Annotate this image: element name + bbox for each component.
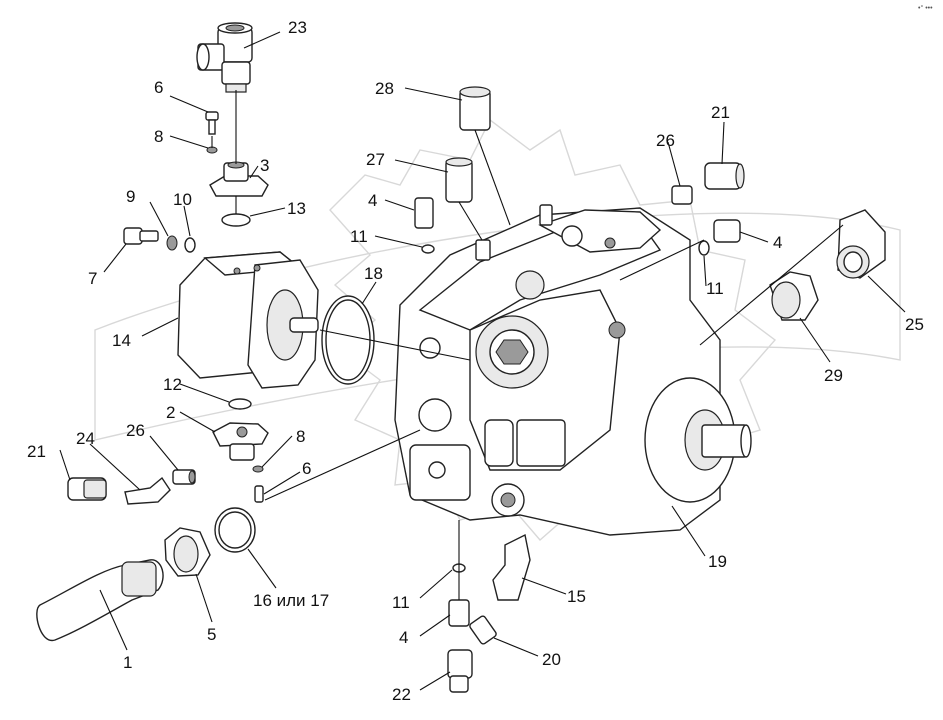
callout-10: 10	[173, 190, 192, 209]
callout-21-right: 21	[711, 103, 730, 122]
part-4-fitting-top	[414, 197, 434, 229]
callout-23: 23	[288, 18, 307, 37]
callout-21-left: 21	[27, 442, 46, 461]
callout-labels: 23 6 8 3 9 10 13 7 14 18 12 2 26 8 21 24…	[27, 4, 933, 704]
callout-3: 3	[260, 156, 269, 175]
callout-4-right: 4	[773, 233, 782, 252]
callout-27: 27	[366, 150, 385, 169]
part-22-fitting	[447, 649, 473, 693]
callout-15: 15	[567, 587, 586, 606]
leader-lines	[59, 31, 906, 691]
part-25-elbow	[836, 209, 886, 279]
callout-16-or-17: 16 или 17	[253, 591, 329, 610]
part-15-elbow	[492, 533, 531, 601]
callout-18: 18	[364, 264, 383, 283]
callout-19: 19	[708, 552, 727, 571]
part-5-nut	[164, 527, 211, 577]
callout-2: 2	[166, 403, 175, 422]
callout-13: 13	[287, 199, 306, 218]
part-29-plug	[769, 271, 819, 321]
callout-11-bottom: 11	[392, 593, 410, 612]
part-4-fitting-bottom	[448, 599, 470, 627]
callout-28: 28	[375, 79, 394, 98]
part-26-fitting-left	[172, 469, 196, 485]
callout-12: 12	[163, 375, 182, 394]
callout-20: 20	[542, 650, 561, 669]
part-4-fitting-right	[713, 219, 741, 243]
part-1-pipe	[36, 559, 164, 641]
part-28-plug	[459, 86, 491, 131]
part-11-seal-top	[421, 244, 435, 254]
part-9-seal	[166, 235, 178, 251]
callout-6-top: 6	[154, 78, 163, 97]
part-27-plug	[445, 157, 473, 203]
callout-22: 22	[392, 685, 411, 704]
part-21-fitting-right	[704, 162, 745, 190]
part-14-pump-housing	[177, 251, 319, 389]
callout-26-right: 26	[656, 131, 675, 150]
callout-7: 7	[88, 269, 97, 288]
part-2-flange	[212, 422, 269, 461]
part-12-ring	[228, 398, 252, 410]
part-18-inner	[325, 299, 371, 381]
part-16-17-inner	[218, 511, 252, 549]
main-pump-body	[394, 204, 752, 536]
part-26-fitting-right	[671, 185, 693, 205]
callout-8-bottom: 8	[296, 427, 305, 446]
callout-29: 29	[824, 366, 843, 385]
callout-4-top: 4	[368, 191, 377, 210]
callout-14: 14	[112, 331, 131, 350]
corner-mark: •° •••	[918, 4, 933, 12]
part-6-bolt-top	[205, 111, 219, 135]
part-23-tee-fitting	[196, 22, 253, 93]
part-10-washer	[184, 237, 196, 253]
callout-25: 25	[905, 315, 924, 334]
part-7-plug	[123, 227, 159, 245]
callout-1: 1	[123, 653, 132, 672]
callout-5: 5	[207, 625, 216, 644]
callout-8-top: 8	[154, 127, 163, 146]
part-20-fitting	[469, 615, 497, 645]
part-11-seal-right	[698, 240, 710, 256]
callout-4-bottom: 4	[399, 628, 408, 647]
callout-9: 9	[126, 187, 135, 206]
part-24-elbow	[124, 476, 171, 505]
callout-6-bottom: 6	[302, 459, 311, 478]
part-8-washer-bottom	[252, 465, 264, 473]
callout-11-top: 11	[350, 227, 368, 246]
part-21-fitting-left	[67, 477, 107, 501]
callout-11-right: 11	[706, 279, 724, 298]
part-6-bolt-bottom	[254, 485, 264, 503]
part-3-flange	[209, 161, 269, 197]
part-13-o-ring	[221, 213, 251, 227]
callout-24: 24	[76, 429, 95, 448]
callout-26-left: 26	[126, 421, 145, 440]
